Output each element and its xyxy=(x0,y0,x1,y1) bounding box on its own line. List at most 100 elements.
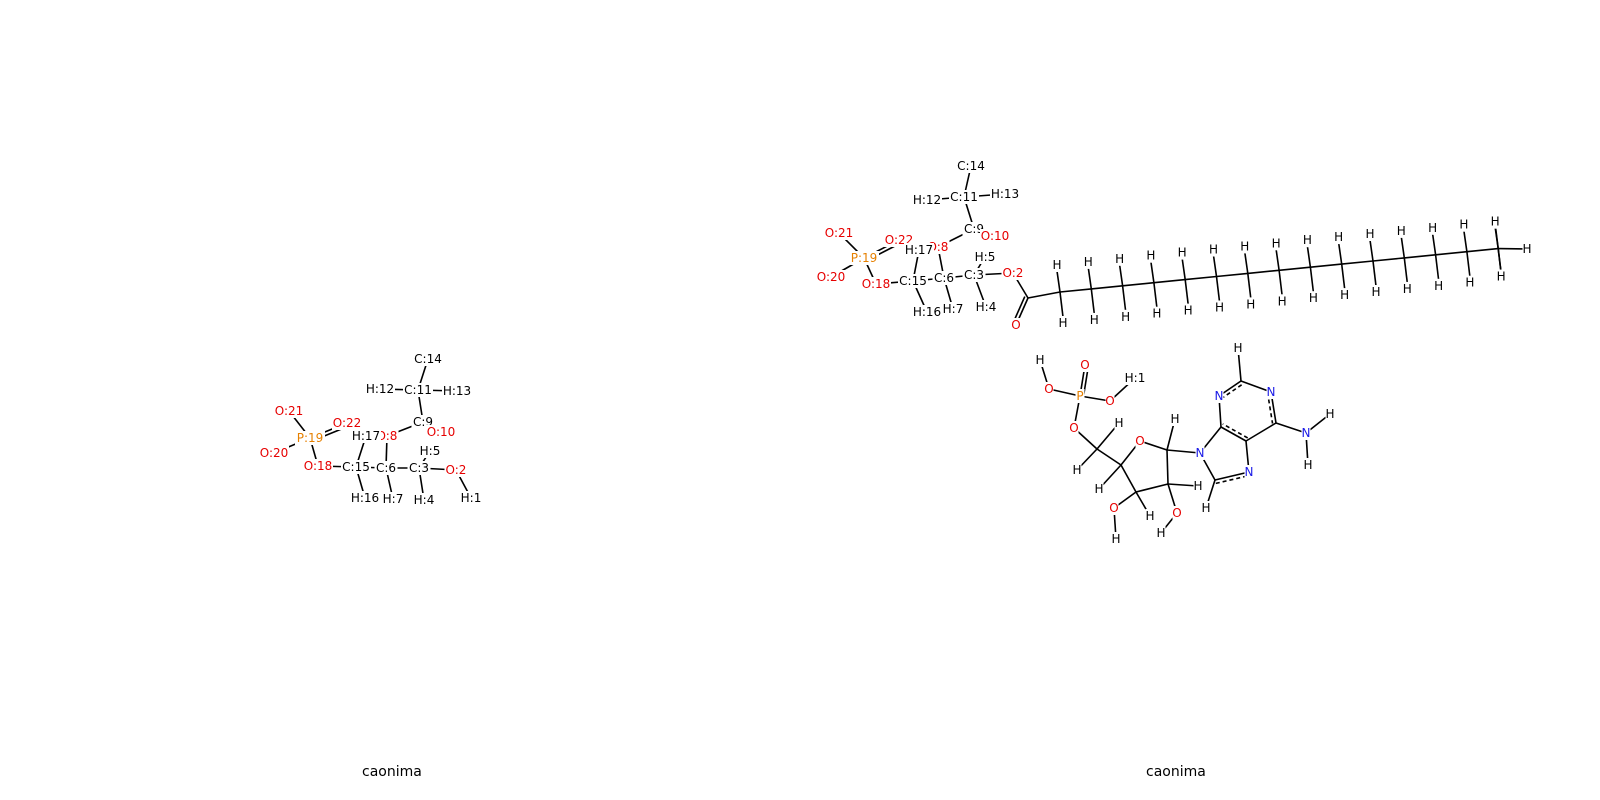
bond-amp-c2-c3 xyxy=(1135,483,1169,493)
atom-label-o10: O:10 xyxy=(981,229,1010,243)
atom-label-hc5a: H xyxy=(1072,463,1081,477)
chain-h-label: H xyxy=(1309,291,1318,305)
atom-label-h17: H:17 xyxy=(905,243,933,257)
atom-label-bg xyxy=(1083,254,1094,269)
bond-chain-h xyxy=(1278,270,1283,296)
atom-label-bg xyxy=(1244,465,1254,479)
atom-label-bg xyxy=(426,425,456,439)
atom-label-o21: O:21 xyxy=(275,404,304,418)
atom-label-bg xyxy=(1201,501,1211,515)
atom-label-h16: H:16 xyxy=(351,491,379,505)
atom-label-bg xyxy=(849,251,879,265)
atom-label-bg xyxy=(1011,318,1021,332)
bond-chain xyxy=(1027,291,1061,299)
atom-label-bg xyxy=(1339,288,1350,303)
atom-label-bg xyxy=(980,229,1010,243)
atom-label-bg xyxy=(1233,341,1243,355)
atom-label-c3: C:3 xyxy=(409,461,429,475)
atom-label-bg xyxy=(941,302,965,316)
atom-label-bg xyxy=(444,463,468,477)
atom-label-bg xyxy=(412,493,436,507)
atom-label-o18: O:18 xyxy=(862,277,891,291)
chain-h-label: H xyxy=(1209,243,1218,257)
bond-chain xyxy=(1310,263,1342,268)
atom-label-hc2: H xyxy=(1193,479,1202,493)
chain-h-label: H xyxy=(1152,307,1161,321)
atom-label-h13: H:13 xyxy=(443,384,471,398)
atom-label-bg xyxy=(1239,239,1250,254)
chain-h-label: H xyxy=(1146,249,1155,263)
atom-label-bg xyxy=(1145,248,1156,263)
atom-label-hc5b: H xyxy=(1114,416,1123,430)
bond-amp-n1-c6p xyxy=(1266,392,1274,424)
atom-label-bg xyxy=(1245,297,1256,312)
panel-caption-left: caonima xyxy=(362,764,422,780)
atom-label-bg xyxy=(962,222,986,236)
atom-label-bg xyxy=(956,159,986,173)
atom-label-bg xyxy=(1490,214,1501,229)
atom-label-bg xyxy=(1145,509,1155,523)
atom-label-h13: H:13 xyxy=(991,187,1019,201)
atom-label-bg xyxy=(1170,412,1180,426)
atom-label-bg xyxy=(1371,285,1381,299)
atom-label-bg xyxy=(1069,421,1079,435)
bond-amp-c3-c4 xyxy=(1120,464,1137,493)
atom-label-oa3: O xyxy=(1105,394,1114,408)
atom-label-h8: H xyxy=(1201,501,1210,515)
chain-h-label: H xyxy=(1491,215,1500,229)
chain-h-label: H xyxy=(1115,252,1124,266)
chain-h-label: H xyxy=(1303,233,1312,247)
atom-label-bg xyxy=(1302,233,1313,248)
atom-label-bg xyxy=(824,226,854,240)
bond-chain xyxy=(1091,285,1123,290)
atom-label-h7: H:7 xyxy=(943,302,964,316)
atom-label-c15: C:15 xyxy=(342,460,370,474)
atom-label-bg xyxy=(1151,306,1162,321)
bond-chain xyxy=(1279,266,1311,272)
atom-label-h12: H:12 xyxy=(913,193,941,207)
atom-label-p19: P:19 xyxy=(851,251,878,265)
bond-layer xyxy=(273,165,1528,540)
atom-label-bg xyxy=(1075,389,1085,403)
atom-label-bg xyxy=(1271,236,1282,251)
atom-label-hc3: H xyxy=(1145,509,1154,523)
atom-label-bg xyxy=(1120,309,1131,324)
atom-label-o10: O:10 xyxy=(427,425,456,439)
atom-label-bg xyxy=(1172,506,1182,520)
bond-chain-h xyxy=(1212,255,1218,277)
chain-h-label: H xyxy=(1084,255,1093,269)
atom-label-bg xyxy=(407,461,431,475)
atom-label-bg xyxy=(1080,358,1090,372)
atom-label-bg xyxy=(1402,281,1413,296)
bond-chain-h xyxy=(1431,233,1437,255)
atom-label-c6: C:6 xyxy=(934,271,954,285)
atom-label-bg xyxy=(442,384,472,398)
atom-label-bg xyxy=(816,270,846,284)
atom-label-h5: H:5 xyxy=(975,250,996,264)
atom-label-bg xyxy=(1109,501,1119,515)
bond-chain-h xyxy=(1497,248,1502,274)
bond-chain-h xyxy=(1275,249,1280,271)
bond-chain-h xyxy=(1056,270,1061,293)
bond-chain-h xyxy=(1466,251,1471,277)
atom-label-bg xyxy=(1496,269,1507,284)
atom-label-bg xyxy=(1001,266,1025,280)
atom-label-bg xyxy=(1396,223,1407,238)
chain-h-label: H xyxy=(1272,236,1281,250)
atom-label-bg xyxy=(350,491,380,505)
atom-label-bg xyxy=(374,461,398,475)
bond-amp-c5p-c4p xyxy=(1222,423,1249,439)
atom-label-bg xyxy=(962,268,986,282)
chain-h-label: H xyxy=(1434,279,1443,293)
chain-h-label: H xyxy=(1215,301,1224,315)
bond-chain-h xyxy=(1181,258,1186,280)
bond-chain-h xyxy=(1434,254,1440,280)
atom-label-bg xyxy=(259,446,289,460)
chain-h-label: H xyxy=(1371,285,1380,299)
atom-label-bg xyxy=(974,300,998,314)
bond-chain-h xyxy=(1150,261,1155,283)
atom-label-hterm: H xyxy=(1522,242,1531,256)
atom-label-c15: C:15 xyxy=(899,274,927,288)
atom-label-bg xyxy=(381,492,405,506)
